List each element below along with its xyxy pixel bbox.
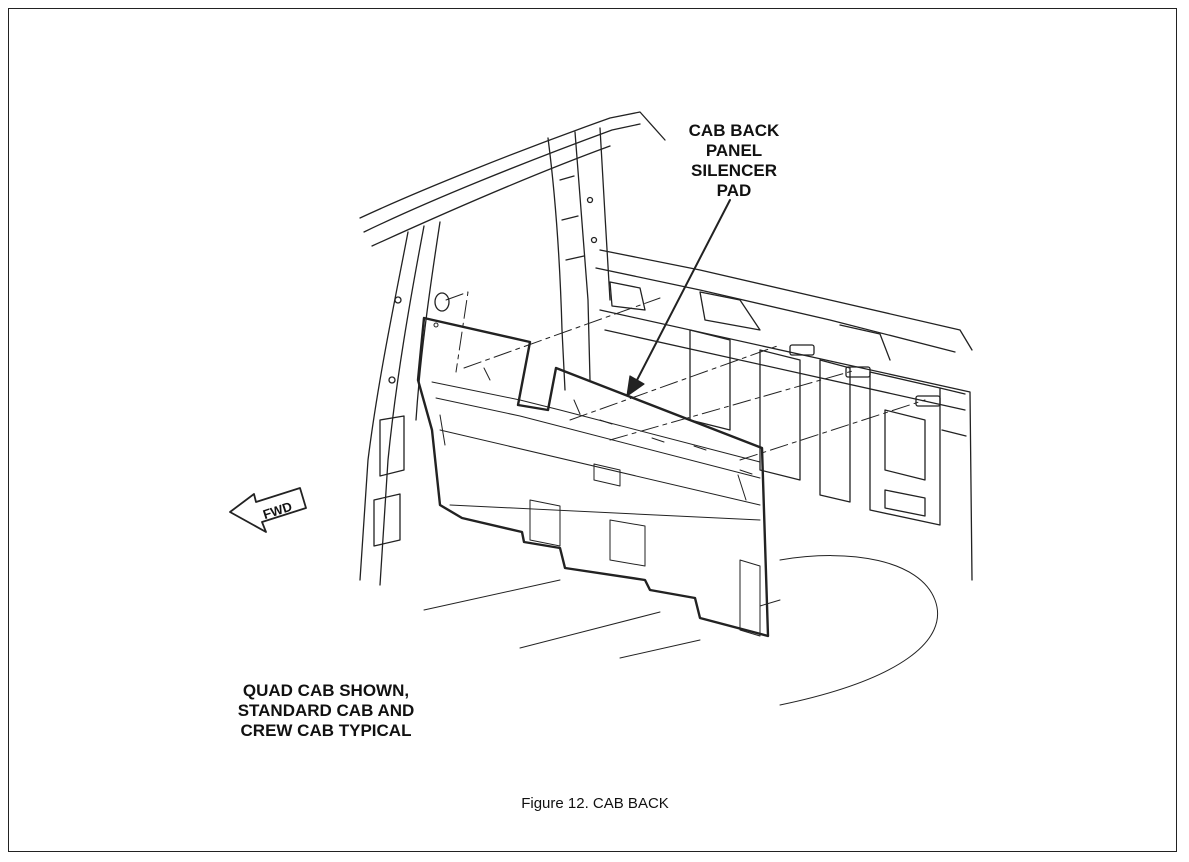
note-line: CREW CAB TYPICAL <box>240 721 412 740</box>
note-line: QUAD CAB SHOWN, <box>242 681 410 700</box>
fwd-arrow-icon <box>229 487 307 533</box>
figure-frame <box>8 8 1177 852</box>
silencer-pad-callout: CAB BACK PANEL SILENCER PAD <box>664 121 804 201</box>
b-pillar <box>547 127 611 391</box>
silencer-pad-details <box>431 322 761 637</box>
note-line: STANDARD CAB AND <box>237 701 415 720</box>
callout-line: SILENCER <box>691 161 777 180</box>
cab-back-wall <box>599 309 973 581</box>
cab-roof-outline <box>359 111 666 247</box>
callout-line: CAB BACK <box>688 121 780 140</box>
callout-leader-arrow <box>626 199 731 397</box>
figure-caption: Figure 12. CAB BACK <box>521 795 669 812</box>
callout-line: PANEL <box>705 141 763 160</box>
push-pin-fastener <box>434 292 450 312</box>
alignment-lines <box>445 291 926 461</box>
cab-back-upper <box>595 249 973 361</box>
callout-line: PAD <box>716 181 752 200</box>
cab-floor <box>423 555 939 706</box>
cab-type-note: QUAD CAB SHOWN, STANDARD CAB AND CREW CA… <box>196 681 456 741</box>
silencer-pad <box>416 316 770 638</box>
door-frame <box>359 221 441 586</box>
